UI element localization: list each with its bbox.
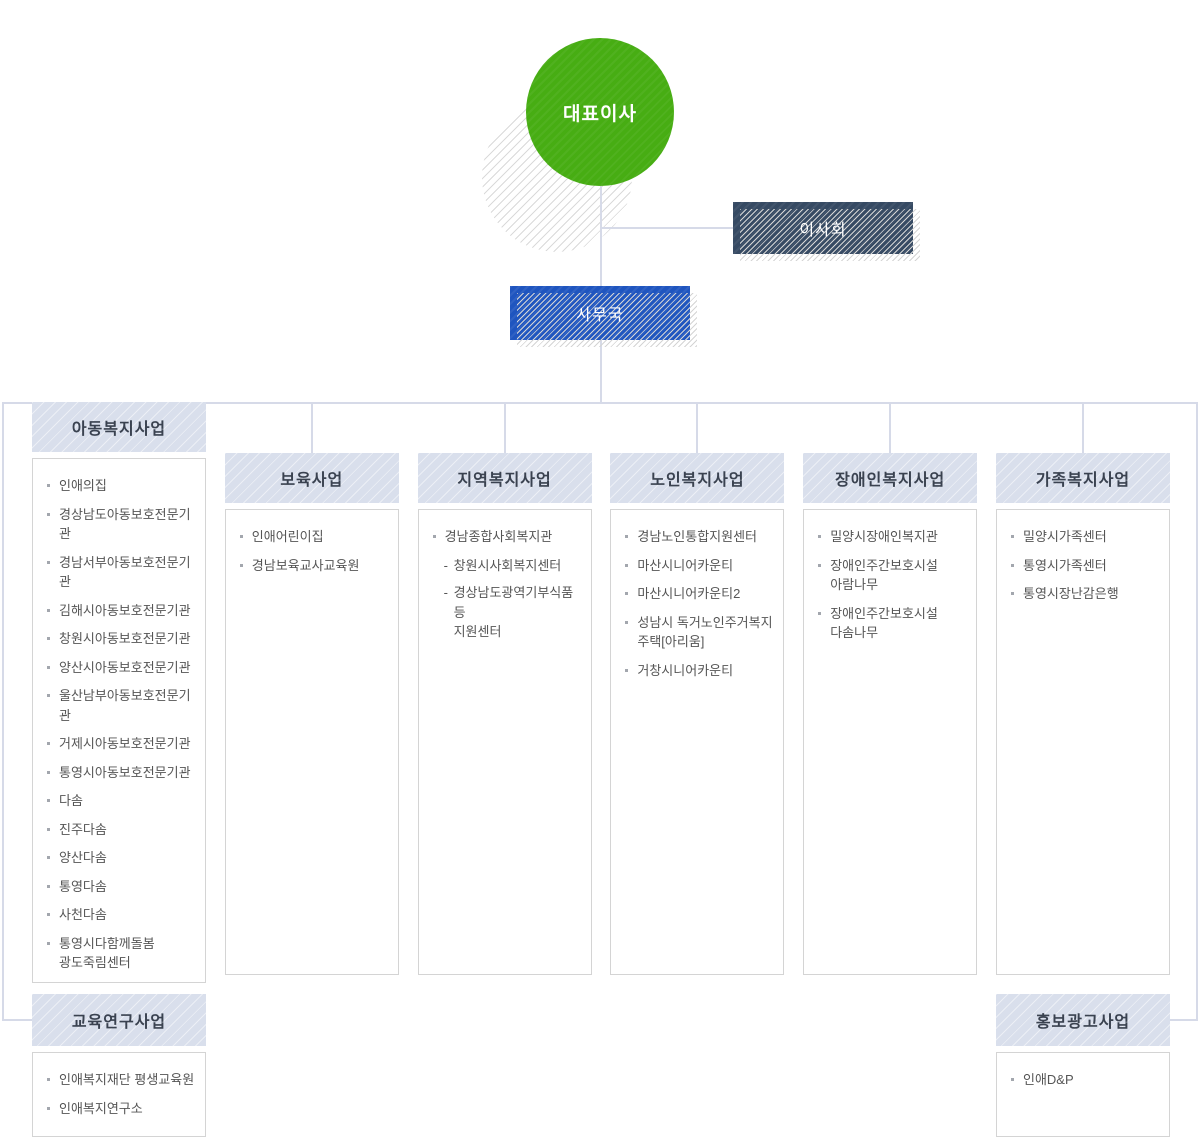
list-item: 인애어린이집 [239,527,388,547]
list-item: 밀양시장애인복지관 [817,527,966,547]
list-item: 진주다솜 [46,820,195,840]
department-item-list: 경남종합사회복지관창원시사회복지센터경상남도광역기부식품 등 지원센터 [417,509,592,975]
connector-column-stub [310,402,313,453]
department-header: 지역복지사업 [417,453,592,503]
list-item: 통영시가족센터 [1010,556,1159,576]
connector-right-vertical [1196,402,1198,1020]
department-item-list: 인애D&P [996,1052,1170,1137]
connector-column-stub [696,402,699,453]
department-header: 홍보광고사업 [996,994,1170,1046]
list-item: 울산남부아동보호전문기관 [46,686,195,725]
list-item: 인애복지재단 평생교육원 [46,1070,195,1090]
list-item: 사천다솜 [46,905,195,925]
sub-list-item: 창원시사회복지센터 [432,556,581,576]
department-column: 지역복지사업경남종합사회복지관창원시사회복지센터경상남도광역기부식품 등 지원센… [417,402,592,975]
department-header: 가족복지사업 [995,453,1170,503]
list-item: 경남종합사회복지관 [432,527,581,547]
office-node: 사무국 [510,286,697,347]
list-item: 경상남도아동보호전문기관 [46,505,195,544]
list-item: 경남서부아동보호전문기관 [46,553,195,592]
office-label: 사무국 [576,307,624,324]
list-item: 마산시니어카운티2 [624,584,773,604]
connector-main-horizontal [2,402,1198,404]
list-item: 김해시아동보호전문기관 [46,601,195,621]
ceo-node: 대표이사 [526,38,674,186]
department-header: 노인복지사업 [610,453,785,503]
list-item: 인애D&P [1010,1070,1159,1090]
list-item: 통영시장난감은행 [1010,584,1159,604]
connector-column-stub [889,402,892,453]
connector-column-stub [503,402,506,453]
department-header: 교육연구사업 [32,994,206,1046]
list-item: 거제시아동보호전문기관 [46,734,195,754]
list-item: 통영시다함께돌봄 광도죽림센터 [46,934,195,973]
list-item: 거창시니어카운티 [624,661,773,681]
list-item: 통영다솜 [46,877,195,897]
list-item: 통영시아동보호전문기관 [46,763,195,783]
ceo-label: 대표이사 [563,103,637,125]
list-item: 양산시아동보호전문기관 [46,658,195,678]
department-header: 장애인복지사업 [803,453,978,503]
list-item: 장애인주간보호시설 아람나무 [817,556,966,595]
connector-right-stub [1168,1019,1198,1021]
list-item: 성남시 독거노인주거복지 주택[아리움] [624,613,773,652]
connector-ceo-vertical [600,186,602,286]
connector-left-stub [2,1019,32,1021]
sub-list-item: 경상남도광역기부식품 등 지원센터 [432,583,581,642]
board-label: 이사회 [799,222,847,239]
department-header: 아동복지사업 [32,402,206,452]
list-item: 창원시아동보호전문기관 [46,629,195,649]
list-item: 마산시니어카운티 [624,556,773,576]
list-item: 다솜 [46,791,195,811]
department-header: 보육사업 [224,453,399,503]
list-item: 장애인주간보호시설 다솜나무 [817,604,966,643]
connector-board-horizontal [601,227,733,229]
list-item: 밀양시가족센터 [1010,527,1159,547]
list-item: 인애의집 [46,476,195,496]
connector-office-vertical [600,340,602,403]
list-item: 양산다솜 [46,848,195,868]
connector-column-stub [1081,402,1084,453]
connector-left-vertical [2,402,4,1020]
list-item: 경남보육교사교육원 [239,556,388,576]
list-item: 경남노인통합지원센터 [624,527,773,547]
board-node: 이사회 [733,202,920,261]
list-item: 인애복지연구소 [46,1099,195,1119]
